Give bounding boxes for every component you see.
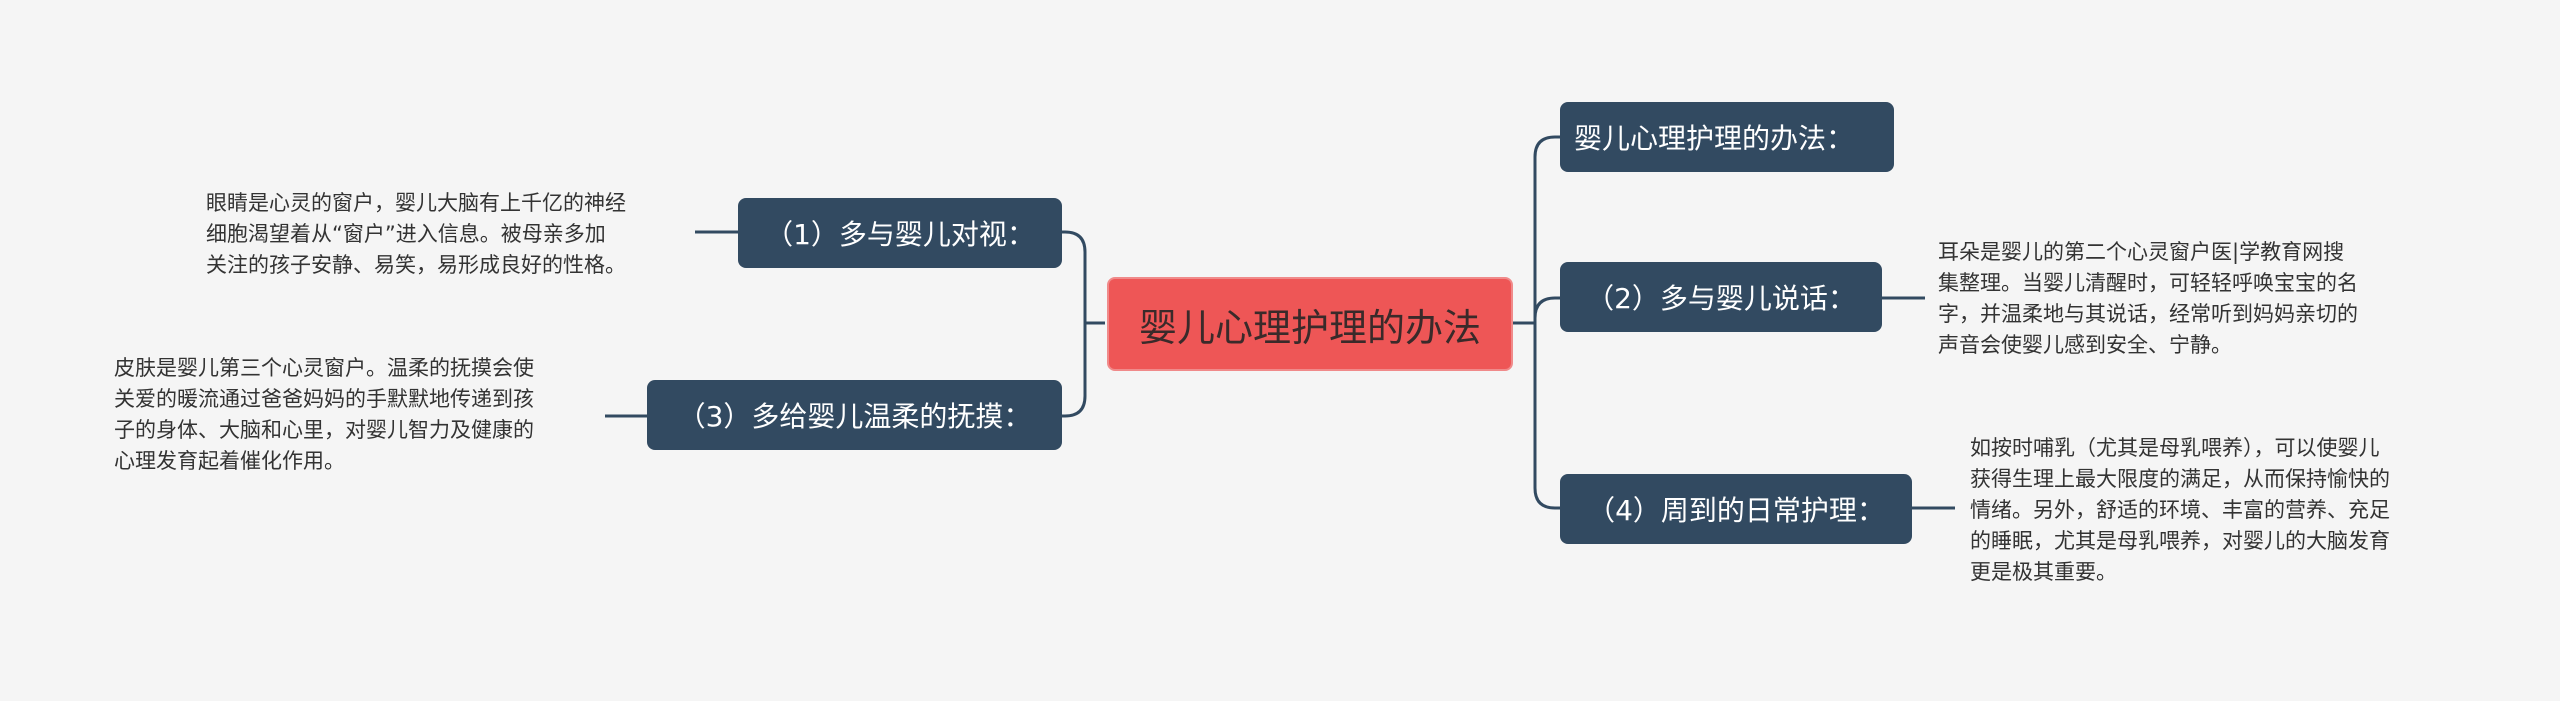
connector-root-b0 [1513, 135, 1560, 325]
branch-node-touch[interactable]: （3）多给婴儿温柔的抚摸： [647, 380, 1062, 450]
connector-root-b2 [1533, 296, 1560, 323]
connector-root-b4 [1533, 323, 1560, 510]
detail-touch: 皮肤是婴儿第三个心灵窗户。温柔的抚摸会使 关爱的暖流通过爸爸妈妈的手默默地传递到… [114, 356, 534, 473]
branch-node-methods[interactable]: 婴儿心理护理的办法： [1560, 102, 1894, 172]
detail-daily-care: 如按时哺乳（尤其是母乳喂养），可以使婴儿 获得生理上最大限度的满足，从而保持愉快… [1970, 436, 2390, 584]
branch-label: （3）多给婴儿温柔的抚摸： [677, 400, 1032, 433]
branch-node-talking[interactable]: （2）多与婴儿说话： [1560, 262, 1882, 332]
branch-node-eye-contact[interactable]: （1）多与婴儿对视： [738, 198, 1062, 268]
branch-label: （4）周到的日常护理： [1587, 494, 1885, 527]
connector-root-b1 [1060, 230, 1105, 325]
branch-node-daily-care[interactable]: （4）周到的日常护理： [1560, 474, 1912, 544]
detail-eye-contact: 眼睛是心灵的窗户，婴儿大脑有上千亿的神经 细胞渴望着从“窗户”进入信息。被母亲多… [206, 191, 626, 277]
root-node[interactable]: 婴儿心理护理的办法 [1107, 277, 1513, 371]
detail-talking: 耳朵是婴儿的第二个心灵窗户医|学教育网搜 集整理。当婴儿清醒时，可轻轻呼唤宝宝的… [1938, 240, 2358, 357]
branch-label: 婴儿心理护理的办法： [1574, 122, 1855, 155]
branch-label: （1）多与婴儿对视： [765, 218, 1035, 251]
connector-root-b3 [1060, 323, 1087, 418]
branch-label: （2）多与婴儿说话： [1586, 282, 1856, 315]
root-label: 婴儿心理护理的办法 [1138, 305, 1481, 350]
